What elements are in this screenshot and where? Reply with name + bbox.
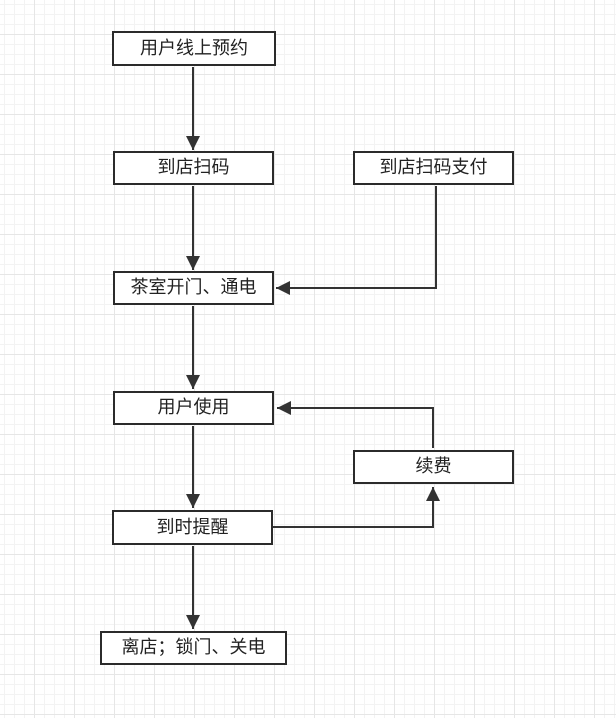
node-scan-pay-at-store: 到店扫码支付 bbox=[353, 151, 514, 185]
node-open-door-power: 茶室开门、通电 bbox=[113, 271, 274, 305]
node-scan-at-store: 到店扫码 bbox=[113, 151, 274, 185]
node-online-booking-label: 用户线上预约 bbox=[140, 37, 248, 59]
node-user-using: 用户使用 bbox=[113, 391, 274, 425]
edge-reminder-to-renew bbox=[273, 487, 440, 528]
node-scan-pay-at-store-label: 到店扫码支付 bbox=[379, 157, 488, 178]
node-scan-at-store-label: 到店扫码 bbox=[157, 157, 230, 178]
node-time-up-reminder: 到时提醒 bbox=[112, 510, 273, 545]
node-leave-lock-power-off: 离店；锁门、关电 bbox=[100, 631, 287, 665]
node-renew: 续费 bbox=[353, 450, 514, 484]
node-user-using-label: 用户使用 bbox=[157, 397, 230, 418]
node-leave-lock-power-off-label: 离店；锁门、关电 bbox=[121, 637, 266, 658]
node-online-booking: 用户线上预约 bbox=[112, 31, 276, 66]
node-open-door-power-label: 茶室开门、通电 bbox=[130, 277, 257, 298]
node-time-up-reminder-label: 到时提醒 bbox=[156, 516, 229, 538]
edge-pay-to-open bbox=[276, 186, 437, 295]
edge-renew-to-using bbox=[277, 401, 434, 448]
node-renew-label: 续费 bbox=[415, 456, 452, 477]
